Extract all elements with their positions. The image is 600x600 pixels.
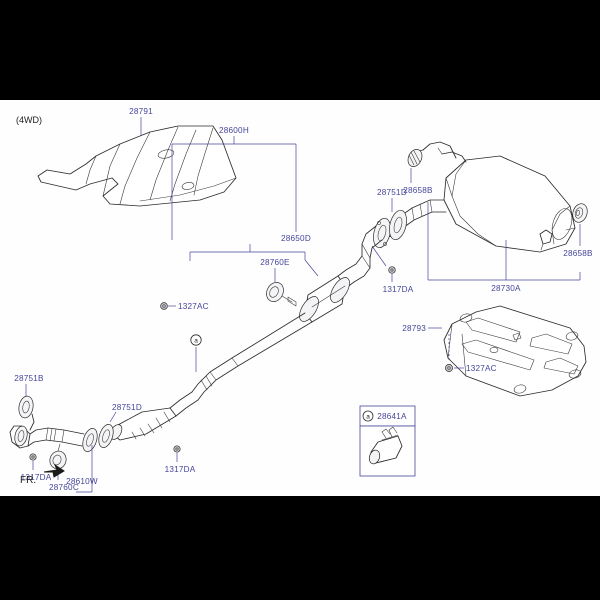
nut-1317DA-front-graphic bbox=[29, 453, 37, 461]
bracket-28730A bbox=[427, 240, 581, 281]
label-28751B: 28751B bbox=[14, 374, 44, 383]
heat-shield-lower-graphic bbox=[443, 305, 587, 397]
nut-1317DA-cat-graphic bbox=[173, 445, 181, 453]
label-28730A: 28730A bbox=[491, 284, 521, 293]
label-28793: 28793 bbox=[402, 324, 426, 333]
label-1317DA-cat: 1317DA bbox=[165, 465, 196, 474]
nut-1317DA-center-graphic bbox=[388, 266, 396, 274]
gasket-28751D-front-graphic bbox=[82, 424, 114, 452]
label-1317DA-center: 1317DA bbox=[383, 285, 414, 294]
label-28658B-front: 28658B bbox=[403, 186, 433, 195]
gasket-28751D-center-graphic bbox=[373, 209, 407, 249]
diagram-canvas: (4WD) 28791 bbox=[0, 100, 600, 496]
bolt-1327AC-lower-graphic bbox=[445, 334, 453, 372]
front-pipe-graphic bbox=[9, 395, 177, 452]
center-exhaust-graphic bbox=[169, 225, 383, 417]
label-28650D: 28650D bbox=[281, 234, 311, 243]
front-direction-indicator: FR. bbox=[20, 463, 65, 486]
inset-28641A: a 28641A bbox=[359, 405, 416, 477]
inset-marker-a: a bbox=[366, 414, 370, 421]
label-28658B-rear: 28658B bbox=[563, 249, 593, 258]
label-28760C: 28760C bbox=[49, 483, 79, 492]
gasket-28751B-graphic bbox=[18, 395, 35, 431]
leader-28751D-front bbox=[109, 411, 117, 423]
callout-marker-a-text: a bbox=[194, 338, 198, 345]
bracket-28650D bbox=[189, 244, 306, 261]
label-28751D-front: 28751D bbox=[112, 403, 142, 412]
callout-marker-a-graphic: a bbox=[190, 334, 202, 372]
front-label: FR. bbox=[20, 475, 36, 486]
label-28641A: 28641A bbox=[377, 412, 407, 421]
hanger-rubber-28760C-graphic bbox=[49, 443, 67, 470]
leader-1317DA-center-b bbox=[371, 245, 387, 267]
main-muffler-graphic bbox=[381, 141, 588, 253]
clamp-graphic bbox=[368, 426, 403, 465]
bolt-1327AC-upper-graphic bbox=[160, 302, 168, 310]
label-28600H: 28600H bbox=[219, 126, 249, 135]
label-28610W: 28610W bbox=[66, 477, 98, 486]
leader-28650D-down bbox=[304, 259, 319, 277]
front-arrow-icon bbox=[43, 463, 65, 478]
label-28791: 28791 bbox=[129, 107, 153, 116]
hanger-rubber-28760E-graphic bbox=[266, 282, 297, 307]
bracket-28610W bbox=[76, 445, 93, 493]
label-28760E: 28760E bbox=[260, 258, 290, 267]
hanger-rubber-28658B-rear-graphic bbox=[572, 203, 588, 223]
label-1327AC-lower: 1327AC bbox=[466, 364, 497, 373]
label-28751D-center: 28751D bbox=[377, 188, 407, 197]
label-1327AC-upper: 1327AC bbox=[178, 302, 209, 311]
hanger-rubber-28658B-front-graphic bbox=[407, 149, 423, 167]
heat-shield-upper-graphic bbox=[37, 125, 237, 207]
drive-type-note: (4WD) bbox=[16, 115, 42, 125]
bracket-28600H bbox=[171, 136, 297, 240]
diagram-sheet: (4WD) 28791 bbox=[0, 100, 600, 496]
label-1317DA-front: 1317DA bbox=[21, 473, 52, 482]
